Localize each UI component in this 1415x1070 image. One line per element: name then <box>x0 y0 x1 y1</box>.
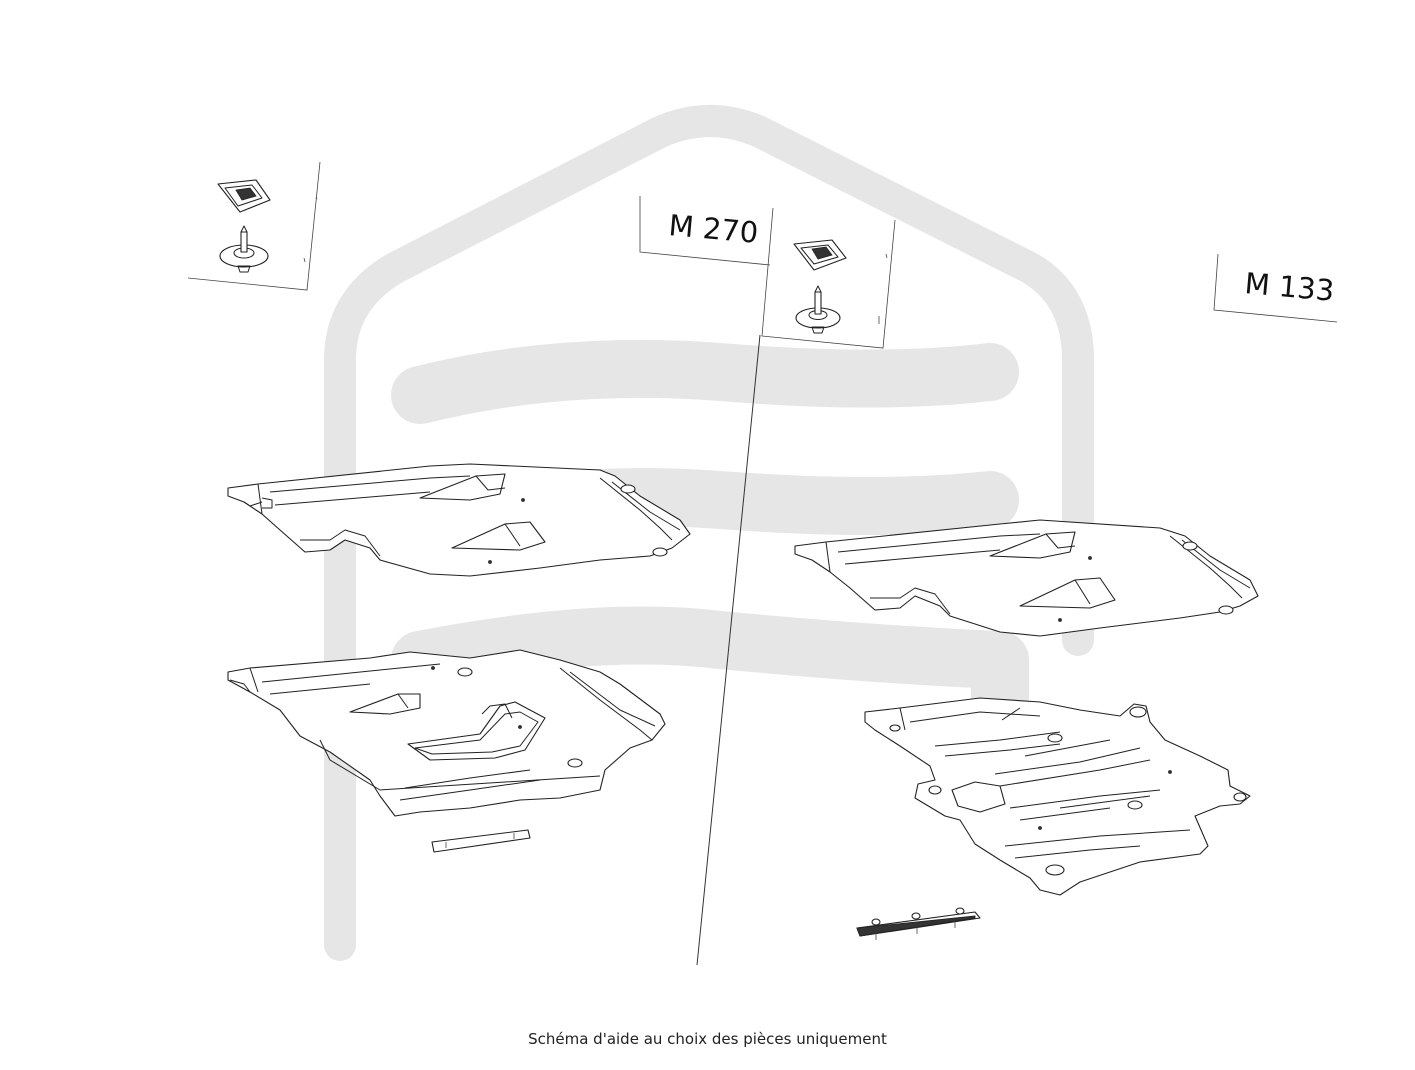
engine-label-box-left: M 270 <box>639 196 771 266</box>
underbody-panel-upper-left <box>227 463 691 577</box>
clip-nut-icon <box>217 179 271 213</box>
hardware-box-middle <box>761 207 896 349</box>
screw-icon <box>795 285 841 334</box>
clip-nut-icon <box>793 239 847 271</box>
engine-label-right: M 133 <box>1243 266 1335 308</box>
variant-divider <box>696 334 761 966</box>
underbody-panel-upper-right <box>794 519 1259 637</box>
underbody-panel-lower-left <box>227 649 666 817</box>
engine-label-box-right: M 133 <box>1213 253 1338 323</box>
underbody-panel-lower-right <box>864 697 1251 896</box>
trim-strip-left <box>431 829 531 853</box>
screw-icon <box>219 225 269 273</box>
diagram-caption: Schéma d'aide au choix des pièces unique… <box>528 1030 887 1048</box>
engine-label-left: M 270 <box>667 208 759 250</box>
trim-strip-right <box>856 907 981 940</box>
hardware-box-left <box>187 161 321 291</box>
